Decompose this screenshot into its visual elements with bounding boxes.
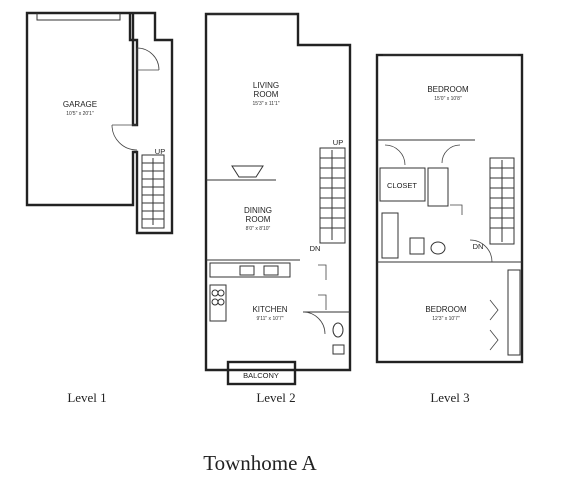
dining-room-label-line1: DINING [244,206,272,215]
level-1-label: Level 1 [67,390,106,405]
garage-dimensions: 10'5" x 20'1" [66,111,94,117]
living-room-dimensions: 15'3" x 11'1" [252,101,279,107]
level-3-plan: CLOSET BEDROOM 15'0" x 10' [375,53,524,364]
level-3-label: Level 3 [430,390,469,405]
closet-label: CLOSET [387,181,417,190]
fireplace-icon [231,165,264,178]
bathroom [381,167,449,259]
kitchen-label: KITCHEN [252,305,287,314]
garage-label: GARAGE [63,100,97,109]
level-2-dn-tag: DN [310,244,321,253]
closet: CLOSET [379,167,426,202]
level-2-up-tag: UP [333,138,343,147]
level-2-stairs [319,147,346,244]
level-2-plan: BALCONY [204,12,352,386]
level-3-stairs [489,157,515,245]
living-room-label-line1: LIVING [253,81,279,90]
kitchen-counters [209,262,291,322]
balcony: BALCONY [226,360,297,386]
bedroom-1-label: BEDROOM [427,85,469,94]
level-1-up-tag: UP [155,147,165,156]
dining-room-dimensions: 8'0" x 8'10" [246,226,271,232]
level-2-label: Level 2 [256,390,295,405]
plan-title: Townhome A [203,451,317,475]
bedroom-2-dimensions: 12'3" x 10'7" [432,316,460,322]
level-3-dn-tag: DN [473,242,484,251]
level-1-plan: GARAGE 10'5" x 20'1" UP [25,11,174,235]
bedroom-1-dimensions: 15'0" x 10'8" [434,96,462,102]
level-1-stairs [141,154,165,229]
dining-room-label-line2: ROOM [246,215,271,224]
balcony-label: BALCONY [243,371,279,380]
bedroom-2-label: BEDROOM [425,305,467,314]
kitchen-dimensions: 9'11" x 10'7" [256,316,283,322]
powder-room [302,311,350,355]
living-room-label-line2: ROOM [254,90,279,99]
